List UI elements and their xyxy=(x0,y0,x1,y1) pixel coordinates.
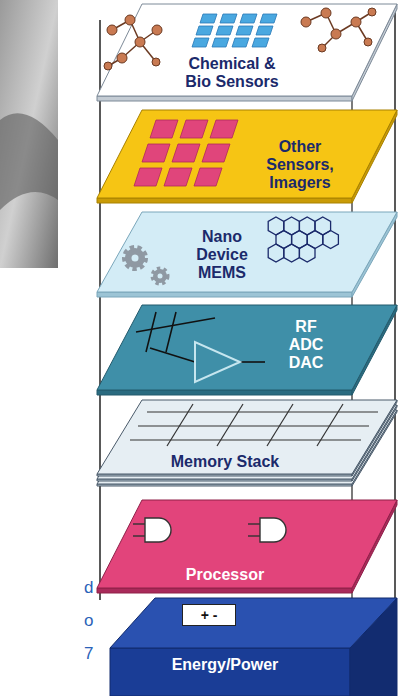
layer-panel: Memory Stack xyxy=(97,400,397,486)
layer-face xyxy=(97,390,352,395)
text-holder: Other Sensors, Imagers xyxy=(256,138,344,192)
text-holder: d xyxy=(84,578,93,598)
caption-fragment: d xyxy=(84,578,93,598)
molecule-atoms xyxy=(104,15,162,70)
molecule-atoms xyxy=(301,8,376,52)
photo-shade xyxy=(0,113,58,210)
text-holder: + - xyxy=(183,606,235,624)
layer-panel: RF ADC DAC xyxy=(97,305,397,395)
text-holder: RF ADC DAC xyxy=(278,318,334,372)
layer-face xyxy=(97,292,352,297)
layer-face xyxy=(110,648,350,696)
layer-face xyxy=(97,96,352,101)
layer-face xyxy=(97,305,397,390)
layer-face xyxy=(97,110,397,198)
text-holder: Energy/Power xyxy=(165,656,285,674)
layer-shape xyxy=(110,598,397,696)
text-holder: Chemical & Bio Sensors xyxy=(177,55,287,91)
layer-shape xyxy=(97,400,397,486)
sensor-grid xyxy=(192,14,277,47)
terminal-box: + - xyxy=(182,604,236,626)
text-holder: Processor xyxy=(175,566,275,584)
layer-face xyxy=(110,598,397,648)
layer-panel: Energy/Power + - xyxy=(110,598,397,696)
layer-face xyxy=(97,400,397,474)
nanotube-hexagons xyxy=(268,217,338,262)
amplifier-symbol xyxy=(195,342,240,382)
molecule xyxy=(306,12,372,48)
imager-tiles xyxy=(134,120,238,186)
support-post xyxy=(99,20,101,600)
layer-face xyxy=(97,212,397,292)
terminal-label: + - xyxy=(183,606,235,624)
layer-label: RF ADC DAC xyxy=(278,318,334,372)
layer-panel: Processor xyxy=(97,500,397,593)
layer-face xyxy=(97,4,397,96)
caption-fragment: o xyxy=(84,611,93,631)
layer-face xyxy=(97,500,397,588)
text-holder: 7 xyxy=(84,644,93,664)
layer-label: Other Sensors, Imagers xyxy=(256,138,344,192)
layer-label: Nano Device MEMS xyxy=(188,228,256,282)
layer-shape xyxy=(97,305,397,395)
layer-face xyxy=(97,588,352,593)
layer-label: Chemical & Bio Sensors xyxy=(177,55,287,91)
layer-label: Memory Stack xyxy=(160,453,290,471)
layer-label: Energy/Power xyxy=(165,656,285,674)
layer-label: Processor xyxy=(175,566,275,584)
text-holder: o xyxy=(84,611,93,631)
photo-fragment xyxy=(0,0,58,268)
layer-panel: Other Sensors, Imagers xyxy=(97,110,397,203)
logic-gate xyxy=(133,518,286,542)
molecule xyxy=(108,20,157,66)
caption-fragment: 7 xyxy=(84,644,93,664)
memory-grid xyxy=(130,404,378,446)
text-holder: Nano Device MEMS xyxy=(188,228,256,282)
text-holder: Memory Stack xyxy=(160,453,290,471)
layer-shape xyxy=(97,110,397,203)
layer-face xyxy=(97,198,352,203)
gear-icon xyxy=(125,248,167,283)
